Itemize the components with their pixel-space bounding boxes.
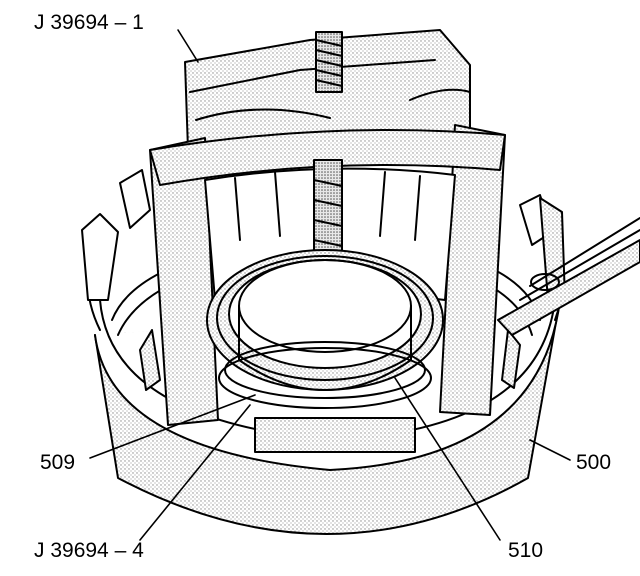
label-part-510: 510 [508,539,544,562]
label-part-500: 500 [576,451,612,474]
label-tool-top: J 39694 – 1 [34,11,144,34]
label-tool-bottom: J 39694 – 4 [34,539,144,562]
adapter-and-rings [206,249,444,409]
leader-500 [529,439,571,461]
leader-tool-bottom [139,404,251,541]
leader-lines [89,29,571,541]
leader-509 [89,394,256,459]
label-part-509: 509 [40,451,76,474]
pliers-tool [497,217,640,336]
leader-tool-top [177,29,199,63]
leader-510 [394,377,501,541]
